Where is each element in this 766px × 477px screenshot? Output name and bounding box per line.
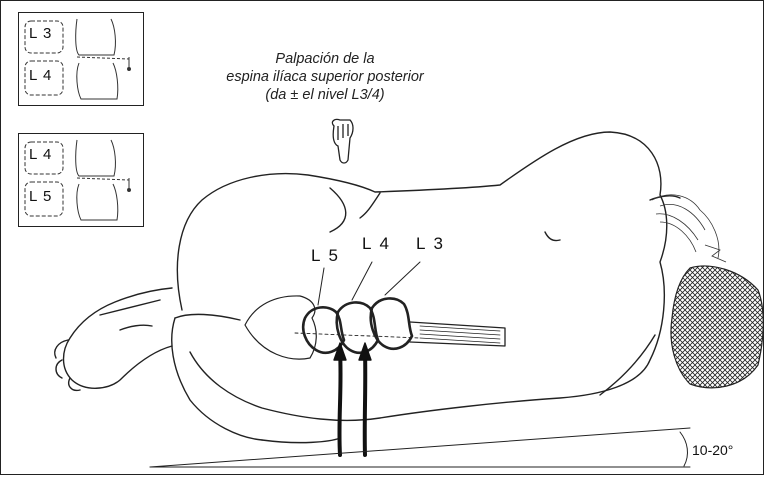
body-outline xyxy=(177,132,666,420)
inset-upper-label: L 4 xyxy=(29,146,52,163)
caption-line-3: (da ± el nivel L3/4) xyxy=(190,86,460,104)
tilt-angle-label: 10-20° xyxy=(692,442,733,458)
label-l5: L 5 xyxy=(311,246,340,266)
label-l3: L 3 xyxy=(416,234,445,254)
pillow xyxy=(671,266,763,388)
tilt-line xyxy=(150,428,690,467)
label-l4: L 4 xyxy=(362,234,391,254)
insertion-arrows xyxy=(339,350,365,455)
caption-line-1: Palpación de la xyxy=(190,50,460,68)
sacrum xyxy=(245,296,316,359)
caption-line-2: espina ilíaca superior posterior xyxy=(190,68,460,86)
vertebra-l3 xyxy=(371,298,412,348)
inset-upper-label: L 3 xyxy=(29,25,52,42)
inset-lower-label: L 5 xyxy=(29,188,52,205)
inset-l4-l5: L 4 L 5 xyxy=(18,133,144,227)
inset-lower-label: L 4 xyxy=(29,67,52,84)
angle-arc xyxy=(680,432,687,466)
palpation-caption: Palpación de la espina ilíaca superior p… xyxy=(190,50,460,104)
leg-outline xyxy=(64,288,173,388)
inset-l3-l4: L 3 L 4 xyxy=(18,12,144,106)
pointing-hand-icon xyxy=(332,119,353,163)
